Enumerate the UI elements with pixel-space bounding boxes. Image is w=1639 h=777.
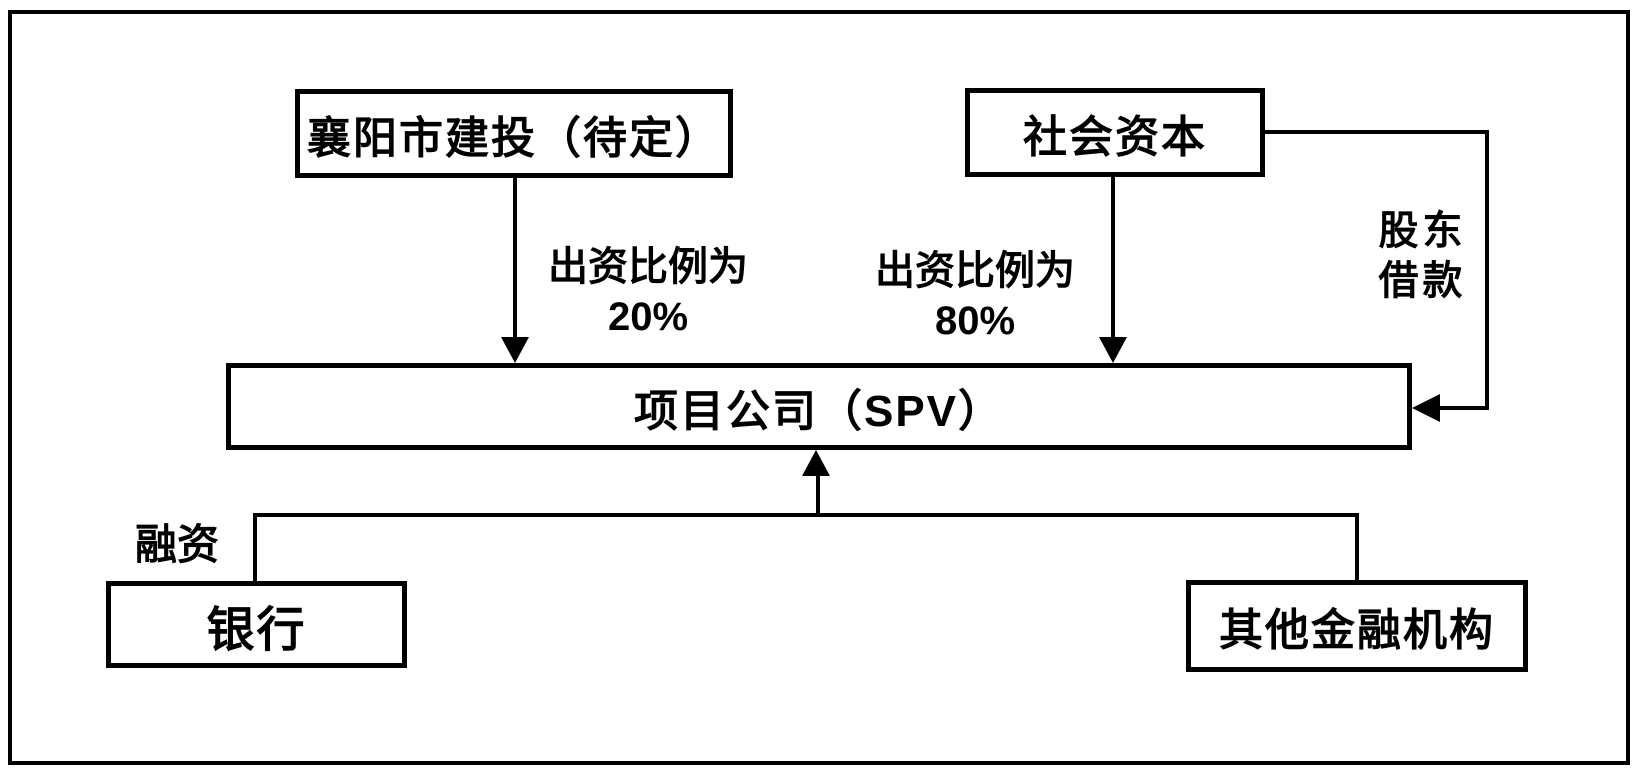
label-equity-ratio-20-value: 20%	[607, 295, 689, 339]
label-shareholder-loan: 股东 借款	[1350, 206, 1495, 306]
edge-financing-to-spv-line	[816, 474, 820, 517]
edge-social-capital-to-spv-line	[1111, 177, 1115, 338]
label-equity-ratio-80-text: 出资比例为	[875, 249, 1075, 293]
edge-financing-line-bank	[253, 513, 257, 581]
label-shareholder-loan-line2: 借款	[1378, 259, 1467, 303]
label-equity-ratio-80: 出资比例为 80%	[845, 246, 1105, 346]
label-shareholder-loan-line1: 股东	[1378, 209, 1467, 253]
node-other-financial-institutions-label: 其他金融机构	[1219, 606, 1495, 655]
label-financing: 融资	[122, 519, 232, 572]
node-other-financial-institutions: 其他金融机构	[1186, 580, 1528, 672]
node-social-capital-label: 社会资本	[1023, 112, 1207, 162]
label-equity-ratio-20: 出资比例为 20%	[518, 242, 778, 342]
edge-shareholder-loan-line-bottom	[1440, 406, 1489, 410]
node-government-investor: 襄阳市建投（待定）	[295, 89, 733, 178]
edge-shareholder-loan-line-vertical	[1485, 130, 1489, 410]
edge-shareholder-loan-line-top	[1265, 130, 1489, 134]
arrowhead-left-icon	[1412, 394, 1440, 422]
edge-financing-line-horizontal	[253, 513, 1359, 517]
arrowhead-down-icon	[501, 337, 529, 363]
label-financing-text: 融资	[134, 521, 219, 568]
node-spv-project-company: 项目公司（SPV）	[226, 363, 1412, 450]
node-bank-label: 银行	[206, 603, 307, 657]
arrowhead-down-icon	[1099, 337, 1127, 363]
edge-financing-line-other	[1355, 513, 1359, 581]
label-equity-ratio-20-text: 出资比例为	[548, 245, 748, 289]
label-equity-ratio-80-value: 80%	[934, 299, 1016, 343]
node-spv-project-company-label: 项目公司（SPV）	[633, 386, 1005, 436]
arrowhead-up-icon	[802, 450, 830, 476]
edge-government-to-spv-line	[513, 178, 517, 338]
node-social-capital: 社会资本	[965, 88, 1265, 177]
node-bank: 银行	[106, 581, 407, 668]
node-government-investor-label: 襄阳市建投（待定）	[307, 113, 721, 163]
